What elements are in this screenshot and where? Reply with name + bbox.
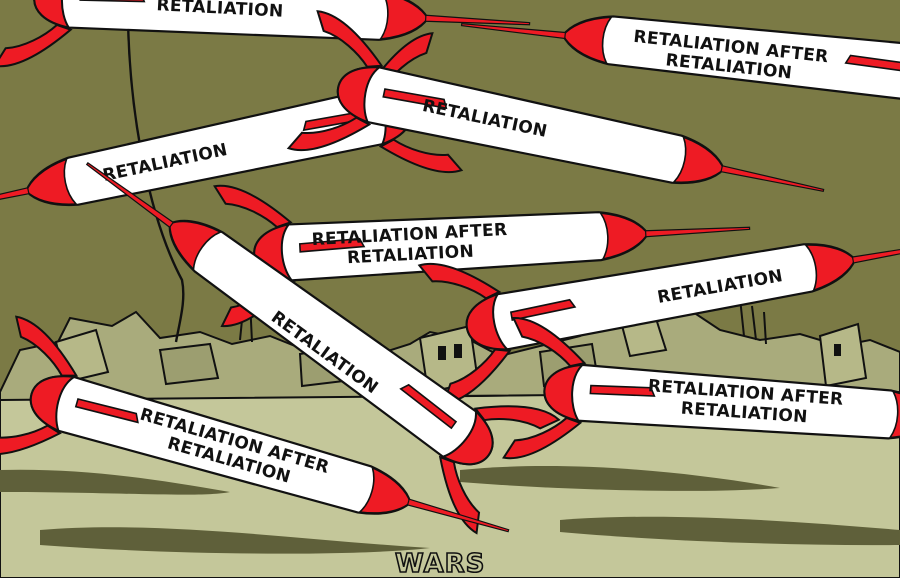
artist-signature: WARS	[395, 549, 485, 578]
missile-label: RETALIATION	[156, 0, 284, 22]
missile-icon: RETALIATION	[0, 0, 535, 95]
ground-shadow	[460, 466, 780, 491]
smoke-trail	[126, 19, 185, 343]
ground-shadow	[560, 516, 900, 546]
ground-shadow	[0, 469, 230, 495]
ground-shadow	[40, 527, 430, 554]
